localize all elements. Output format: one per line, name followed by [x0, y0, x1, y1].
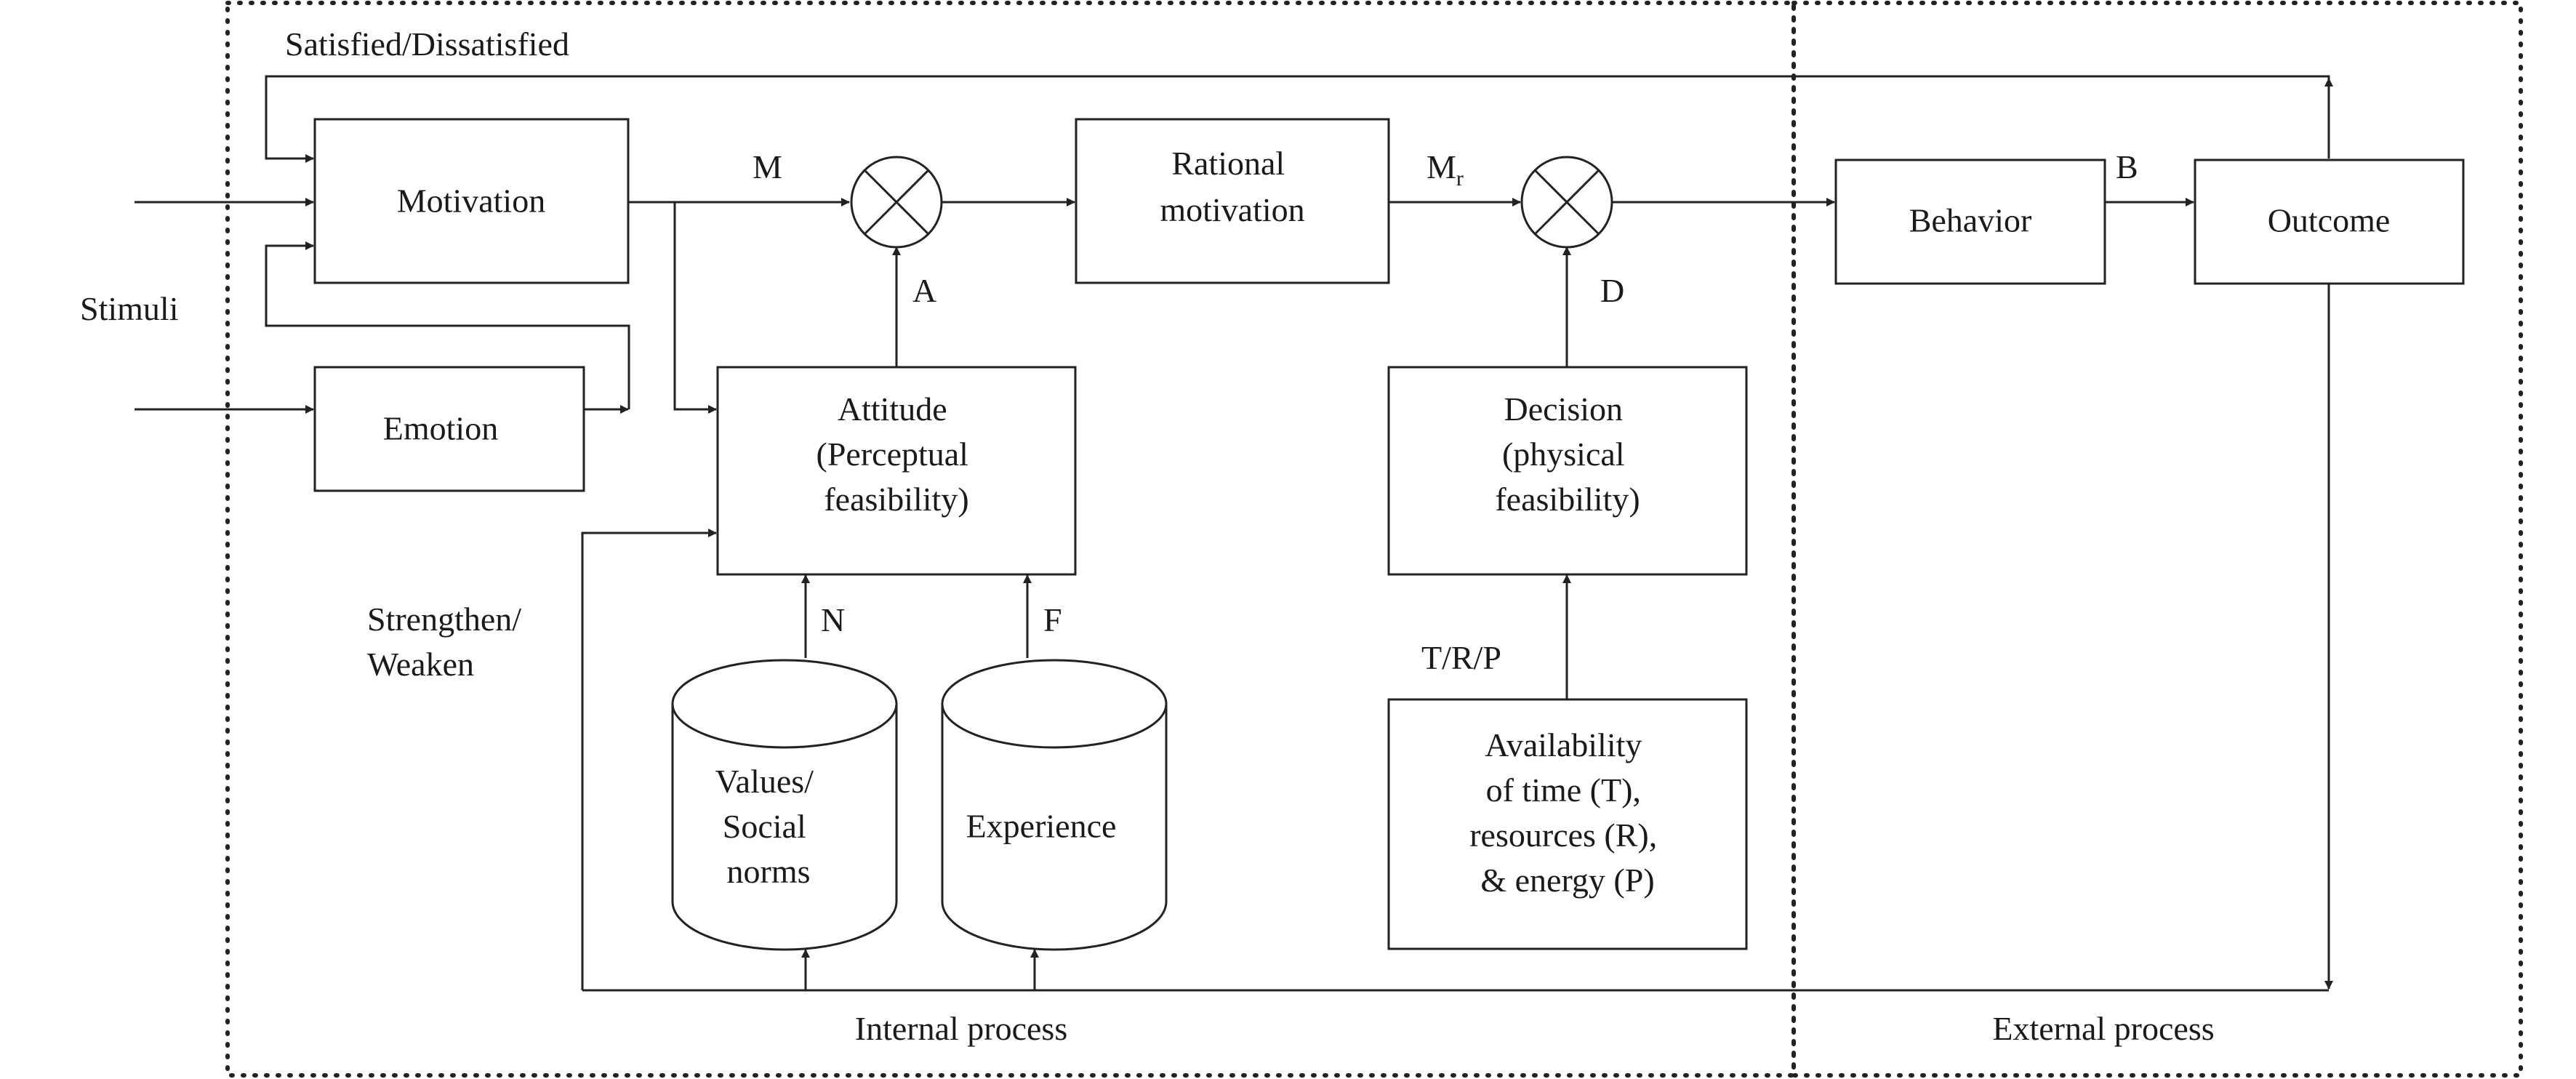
outcome-label: Outcome — [2268, 202, 2391, 239]
availability-label: Availability of time (T), resources (R),… — [1469, 726, 1666, 899]
experience-store-label: Experience — [966, 808, 1117, 845]
motivation-box — [313, 118, 630, 284]
mr-main: M — [1427, 148, 1456, 185]
mr-edge-label: Mr — [1427, 148, 1464, 190]
availability-line-2: of time (T), — [1486, 771, 1641, 809]
decision-label: Decision (physical feasibility) — [1495, 390, 1640, 518]
attitude-label: Attitude (Perceptual feasibility) — [816, 390, 977, 518]
strengthen-weaken-label: Strengthen/ Weaken — [367, 601, 530, 683]
attitude-line-2: (Perceptual — [816, 436, 968, 473]
internal-process-frame — [225, 1, 1796, 1078]
motivation-to-attitude-arrow — [673, 202, 717, 414]
decision-line-1: Decision — [1504, 390, 1623, 428]
rational-line-1: Rational — [1171, 145, 1285, 182]
decision-line-2: (physical — [1502, 436, 1625, 473]
strengthen-weaken-arrow — [581, 529, 717, 990]
motivation-label: Motivation — [397, 182, 545, 220]
outcome-box — [2194, 159, 2465, 285]
values-line-3: norms — [727, 853, 811, 890]
attitude-line-1: Attitude — [838, 390, 947, 428]
decision-box — [1387, 366, 1748, 576]
m-edge-label: M — [753, 148, 782, 185]
f-edge-label: F — [1043, 601, 1062, 638]
external-process-label: External process — [1992, 1010, 2214, 1047]
trp-edge-label: T/R/P — [1421, 639, 1501, 676]
values-store-label: Values/ Social norms — [715, 763, 822, 890]
availability-box — [1387, 698, 1748, 950]
attitude-line-3: feasibility) — [824, 481, 968, 518]
emotion-to-motivation-arrow — [265, 241, 630, 409]
availability-line-1: Availability — [1485, 726, 1642, 763]
decision-line-3: feasibility) — [1495, 481, 1640, 518]
n-edge-label: N — [821, 601, 845, 638]
emotion-box — [313, 366, 585, 492]
a-edge-label: A — [912, 272, 936, 309]
satisfied-label: Satisfied/Dissatisfied — [285, 25, 569, 63]
availability-line-4: & energy (P) — [1480, 862, 1654, 899]
emotion-label: Emotion — [383, 410, 498, 447]
experience-store — [941, 659, 1168, 951]
b-edge-label: B — [2116, 148, 2138, 185]
behavior-label: Behavior — [1909, 202, 2032, 239]
strengthen-line-2: Weaken — [367, 646, 474, 683]
internal-process-label: Internal process — [855, 1010, 1068, 1047]
availability-line-3: resources (R), — [1469, 817, 1657, 854]
values-line-2: Social — [723, 808, 806, 845]
strengthen-line-1: Strengthen/ — [367, 601, 521, 638]
values-store — [671, 659, 898, 951]
values-line-1: Values/ — [715, 763, 814, 800]
rational-motivation-label: Rational motivation — [1160, 145, 1304, 228]
behavior-box — [1834, 159, 2106, 285]
multiplier-junction-1 — [850, 156, 943, 249]
attitude-box — [716, 366, 1077, 576]
rational-motivation-box — [1075, 118, 1390, 284]
rational-line-2: motivation — [1160, 191, 1304, 228]
external-process-frame — [1791, 1, 2523, 1078]
stimuli-label: Stimuli — [80, 290, 178, 327]
connections — [135, 75, 2333, 992]
d-edge-label: D — [1600, 272, 1624, 309]
mr-sub: r — [1456, 167, 1464, 190]
multiplier-junction-2 — [1520, 156, 1613, 249]
